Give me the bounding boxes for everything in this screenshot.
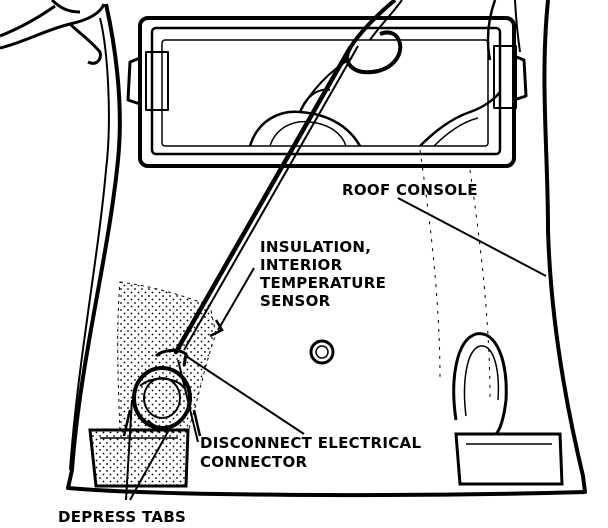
sensor-tube (173, 0, 403, 355)
leader-lines (125, 197, 547, 501)
depress-tabs-leader-left (125, 399, 133, 501)
insulation-area (117, 281, 217, 433)
label-roof-console: ROOF CONSOLE (342, 181, 478, 199)
disconnect-leader (177, 359, 199, 443)
roof-console-leader (397, 197, 547, 277)
temperature-sensor-connector (122, 348, 202, 437)
label-depress-tabs: DEPRESS TABS (58, 508, 187, 526)
roof-console-body (66, 0, 587, 498)
label-insulation-sensor: INSULATION, INTERIOR TEMPERATURE SENSOR (260, 238, 387, 310)
disconnect-leader-2 (185, 355, 305, 435)
label-disconnect-connector: DISCONNECT ELECTRICAL CONNECTOR (200, 434, 422, 471)
insulation-arrowhead (209, 319, 224, 338)
left-lamp-lens (88, 428, 190, 488)
insulation-leader (217, 267, 255, 331)
console-hole (309, 339, 335, 365)
console-slot (452, 332, 508, 436)
right-lamp-lens (454, 432, 564, 486)
hand-illustration (0, 0, 106, 65)
depress-tabs-leader-right (129, 427, 171, 501)
